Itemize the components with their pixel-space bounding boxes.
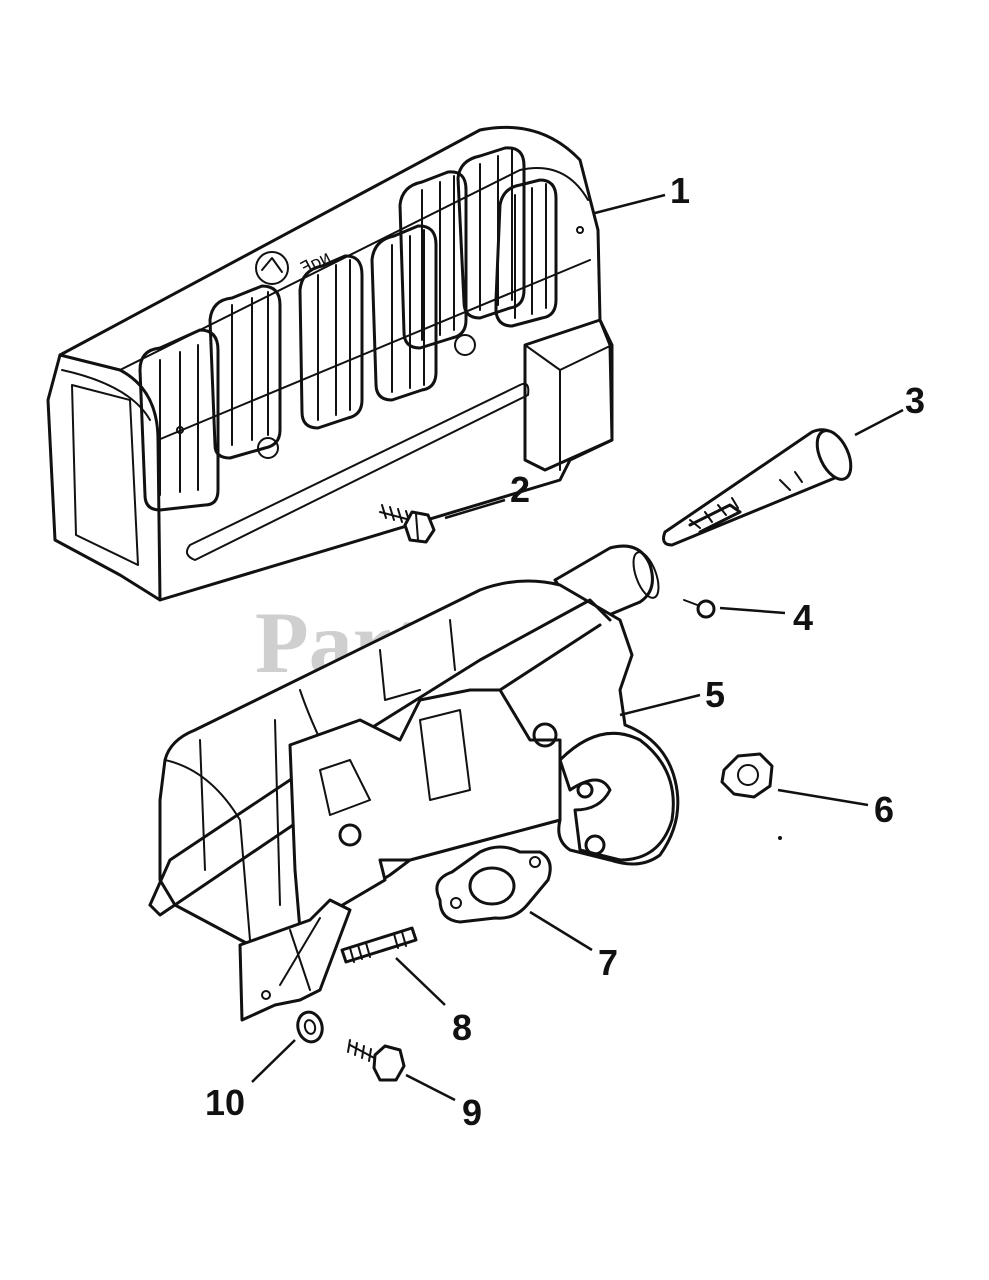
part-stud[interactable]: [340, 926, 418, 964]
callout-9[interactable]: 9: [462, 1092, 482, 1133]
part-muffler-guard[interactable]: ꟻᴅᴎ: [46, 125, 614, 602]
part-gasket[interactable]: [435, 845, 552, 924]
part-muffler[interactable]: [148, 544, 680, 1022]
callout-8[interactable]: 8: [452, 1007, 472, 1048]
leader-lines: [251, 193, 904, 1102]
part-screw-2[interactable]: [379, 504, 436, 544]
part-screw-4[interactable]: [683, 599, 716, 619]
part-bolt[interactable]: [347, 1039, 406, 1082]
part-washer[interactable]: [295, 1009, 326, 1044]
callout-6[interactable]: 6: [874, 789, 894, 830]
part-nut[interactable]: [720, 752, 782, 840]
callout-1[interactable]: 1: [670, 170, 690, 211]
part-spark-arrestor[interactable]: [662, 426, 858, 547]
callout-7[interactable]: 7: [598, 942, 618, 983]
callout-10[interactable]: 10: [205, 1082, 245, 1123]
callout-3[interactable]: 3: [905, 380, 925, 421]
callout-labels: 1 2 3 4 5 6 7 8 9 10: [205, 170, 925, 1133]
callout-5[interactable]: 5: [705, 674, 725, 715]
callout-4[interactable]: 4: [793, 597, 813, 638]
callout-2[interactable]: 2: [510, 469, 530, 510]
